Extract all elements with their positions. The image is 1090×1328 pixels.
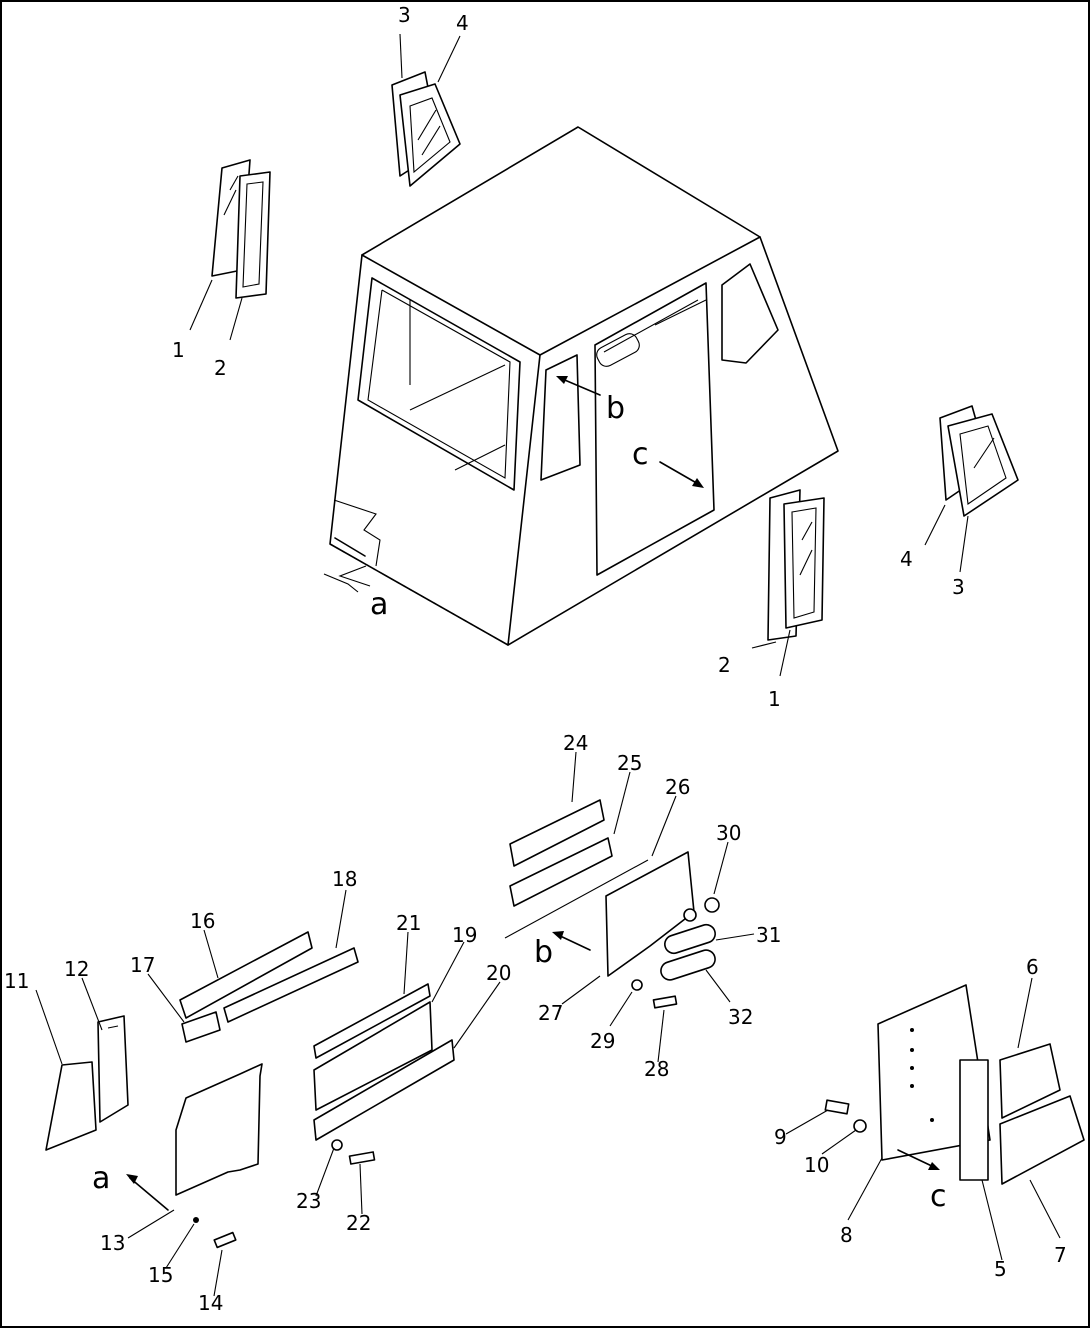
part-label-18: 18 (332, 867, 357, 891)
part-label-7: 7 (1054, 1243, 1067, 1267)
part-label-25: 25 (617, 751, 642, 775)
part-label-29: 29 (590, 1029, 615, 1053)
part-label-30: 30 (716, 821, 741, 845)
part-label-27: 27 (538, 1001, 563, 1025)
panel-group-center (313, 983, 455, 1165)
part-label-21: 21 (396, 911, 421, 935)
view-letter-a-panel: a (92, 1161, 110, 1196)
part-label-26: 26 (665, 775, 690, 799)
part-label-10: 10 (804, 1153, 829, 1177)
part-label-15: 15 (148, 1263, 173, 1287)
part-label-23: 23 (296, 1189, 321, 1213)
part-label-1-left: 1 (172, 338, 185, 362)
part-label-12: 12 (64, 957, 89, 981)
part-label-14: 14 (198, 1291, 223, 1315)
part-label-3-right: 3 (952, 575, 965, 599)
part-label-4-top: 4 (456, 11, 469, 35)
part-label-13: 13 (100, 1231, 125, 1255)
part-label-32: 32 (728, 1005, 753, 1029)
view-letter-b-panel: b (534, 935, 553, 970)
part-label-20: 20 (486, 961, 511, 985)
part-label-22: 22 (346, 1211, 371, 1235)
view-letter-c-cab: c (632, 437, 649, 472)
view-arrows: b c a (323, 376, 704, 622)
part-label-17: 17 (130, 953, 155, 977)
part-label-4-right: 4 (900, 547, 913, 571)
part-number-labels: 3 4 1 2 4 3 2 1 24 25 26 30 18 16 21 19 … (4, 3, 1067, 1315)
part-label-16: 16 (190, 909, 215, 933)
part-label-1-right: 1 (768, 687, 781, 711)
part-label-24: 24 (563, 731, 588, 755)
window-glass-right (924, 405, 1019, 573)
part-label-31: 31 (756, 923, 781, 947)
window-glass-right-lower (751, 489, 825, 677)
part-label-11: 11 (4, 969, 29, 993)
part-label-9: 9 (774, 1125, 787, 1149)
part-label-6: 6 (1026, 955, 1039, 979)
view-letter-c-panel: c (930, 1179, 947, 1214)
cab-body (329, 126, 839, 646)
leader-lines (35, 751, 1061, 1297)
part-label-2-left: 2 (214, 356, 227, 380)
view-letter-a-cab: a (370, 587, 388, 622)
view-letter-b-cab: b (606, 391, 625, 426)
part-label-3-top: 3 (398, 3, 411, 27)
part-label-2-right: 2 (718, 653, 731, 677)
panel-group-a: a (45, 931, 359, 1249)
window-glass-left (189, 159, 271, 341)
part-label-28: 28 (644, 1057, 669, 1081)
panel-group-c: c (824, 984, 1085, 1214)
part-label-8: 8 (840, 1223, 853, 1247)
part-label-19: 19 (452, 923, 477, 947)
part-label-5: 5 (994, 1257, 1007, 1281)
panel-group-b: b (504, 799, 720, 1009)
window-glass-top (391, 33, 461, 187)
